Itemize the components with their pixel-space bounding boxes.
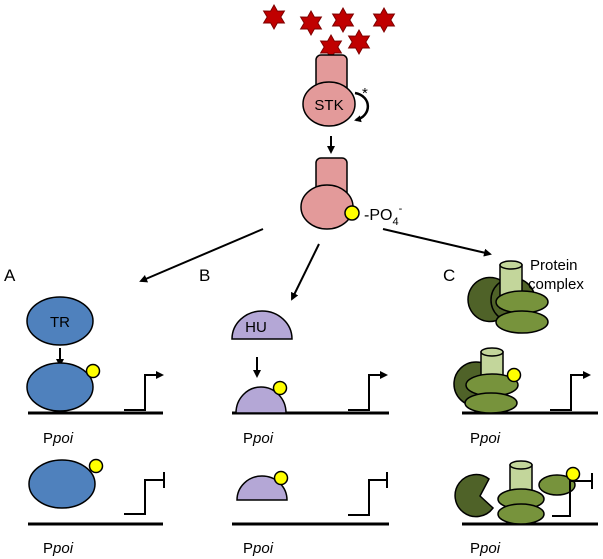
phosphate-icon <box>88 458 104 474</box>
protein-complex-bound <box>453 347 522 414</box>
phosphate-icon <box>85 363 101 379</box>
hu-protein-bound <box>235 386 287 414</box>
tr-protein-free <box>26 296 94 346</box>
complex-cylinder-top <box>480 347 504 357</box>
star-icon <box>372 6 396 34</box>
hu-protein-unbound <box>236 475 288 501</box>
star-icon <box>331 6 355 34</box>
hu-protein-free <box>231 310 293 340</box>
panel-letter-c: C <box>443 266 455 285</box>
panel-a: TR Ppoi Ppoi <box>26 296 165 557</box>
complex-label-line1: Protein <box>530 257 578 274</box>
complex-mid-subunit <box>538 474 576 496</box>
phosphate-label: -PO4- <box>364 203 403 228</box>
hu-label: HU <box>245 319 267 336</box>
transcription-start-arrow-icon <box>348 371 388 411</box>
complex-dark-subunit <box>454 473 495 518</box>
transcription-start-arrow-icon <box>124 371 164 411</box>
arrow-to-panel-c <box>382 228 492 257</box>
kinase-phosphorylated: -PO4- <box>300 157 403 230</box>
panel-c: Protein complex Ppoi Ppoi <box>453 257 598 557</box>
complex-label-line2: complex <box>528 276 584 293</box>
arrow-to-panel-a <box>139 228 264 283</box>
phosphate-icon <box>565 466 581 482</box>
arrow-to-panel-b <box>291 243 320 301</box>
star-icon <box>347 28 371 56</box>
promoter-label: Ppoi <box>243 430 274 447</box>
complex-mid-subunit <box>464 392 518 414</box>
kinase-unphosphorylated: STK * <box>302 54 370 127</box>
tr-protein-bound <box>26 362 94 412</box>
transcription-start-arrow-icon <box>550 371 591 411</box>
star-icon <box>299 9 323 37</box>
kinase-label: STK <box>314 97 343 114</box>
phosphate-icon <box>344 205 360 221</box>
complex-mid-subunit <box>497 503 545 525</box>
star-icon <box>262 3 286 31</box>
panel-letter-a: A <box>4 266 16 285</box>
transcription-block-icon <box>552 473 593 517</box>
complex-mid-subunit <box>495 290 549 314</box>
protein-complex-free: Protein complex <box>467 257 584 334</box>
complex-cylinder-top <box>509 460 533 470</box>
promoter-label: Ppoi <box>470 540 501 557</box>
phosphate-icon <box>506 367 522 383</box>
complex-mid-subunit <box>495 310 549 334</box>
panel-letter-b: B <box>199 266 210 285</box>
curved-arrow-icon <box>354 91 370 123</box>
promoter-label: Ppoi <box>43 540 74 557</box>
transcription-block-icon <box>124 472 165 515</box>
tr-protein-unbound <box>28 459 96 509</box>
complex-cylinder-top <box>499 260 523 270</box>
kinase-body <box>300 184 354 230</box>
kinase-body <box>302 81 356 127</box>
transcription-block-icon <box>348 472 388 516</box>
promoter-label: Ppoi <box>243 540 274 557</box>
phosphate-icon <box>273 470 289 486</box>
ligand-stars <box>262 3 396 61</box>
protein-complex-dissociated <box>454 460 581 525</box>
promoter-label: Ppoi <box>43 430 74 447</box>
phosphate-icon <box>272 380 288 396</box>
autophosphorylation-mark: * <box>362 85 368 102</box>
promoter-label: Ppoi <box>470 430 501 447</box>
panel-b: HU Ppoi Ppoi <box>231 310 389 557</box>
tr-label: TR <box>50 314 70 331</box>
